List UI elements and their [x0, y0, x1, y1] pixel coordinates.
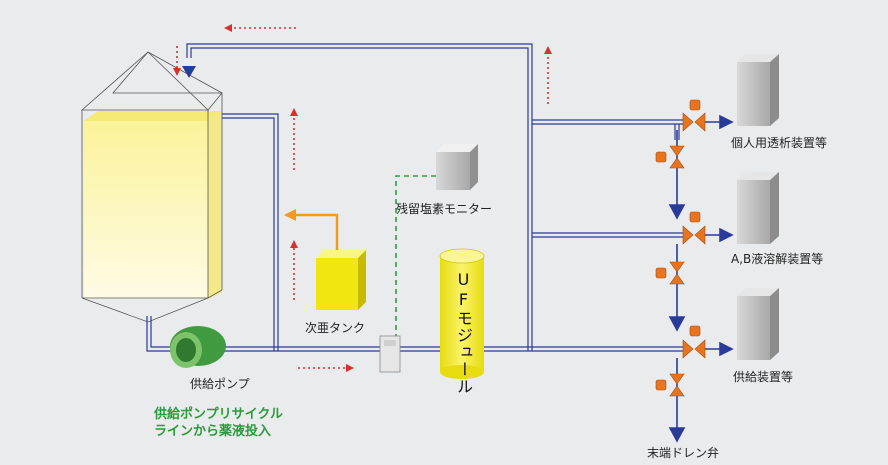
tank-inlet-arrow — [182, 66, 196, 78]
recycle-note-line-1: 供給ポンプリサイクル — [154, 407, 283, 422]
hypochlorite-tank — [316, 250, 366, 310]
valve-group — [655, 99, 706, 397]
valve-icon-1 — [682, 99, 706, 132]
pipe-network — [146, 43, 690, 352]
uf-module — [439, 248, 485, 379]
sensor-block — [379, 335, 401, 373]
chlorine-monitor-label: 残留塩素モニター — [396, 202, 493, 216]
valve-icon-6 — [655, 373, 685, 397]
device-label-3: 供給装置等 — [733, 370, 794, 384]
device-label-2: A,B液溶解装置等 — [731, 252, 824, 266]
valve-icon-5 — [682, 325, 706, 359]
flow-direction-arrows — [173, 24, 552, 372]
supply-pump — [170, 326, 226, 368]
recycle-note-line-2: ラインから薬液投入 — [154, 424, 272, 439]
drain-valve-label: 末端ドレン弁 — [647, 446, 720, 460]
valve-icon-3 — [682, 211, 706, 245]
uf-module-label: UFモジュール — [454, 270, 473, 395]
storage-tank — [80, 51, 223, 323]
valve-icon-4 — [655, 261, 685, 285]
device-box-2 — [737, 172, 779, 244]
recycle-note: 供給ポンプリサイクル ラインから薬液投入 — [154, 406, 283, 440]
device-box-3 — [737, 288, 779, 360]
supply-pump-label: 供給ポンプ — [190, 377, 250, 391]
hypochlorite-tank-label: 次亜タンク — [305, 321, 366, 335]
device-label-1: 個人用透析装置等 — [731, 136, 828, 150]
device-box-1 — [737, 54, 779, 126]
signal-line — [395, 175, 436, 336]
chemical-injection-line — [284, 209, 339, 250]
chlorine-monitor — [436, 144, 478, 190]
valve-icon-2 — [655, 145, 685, 169]
